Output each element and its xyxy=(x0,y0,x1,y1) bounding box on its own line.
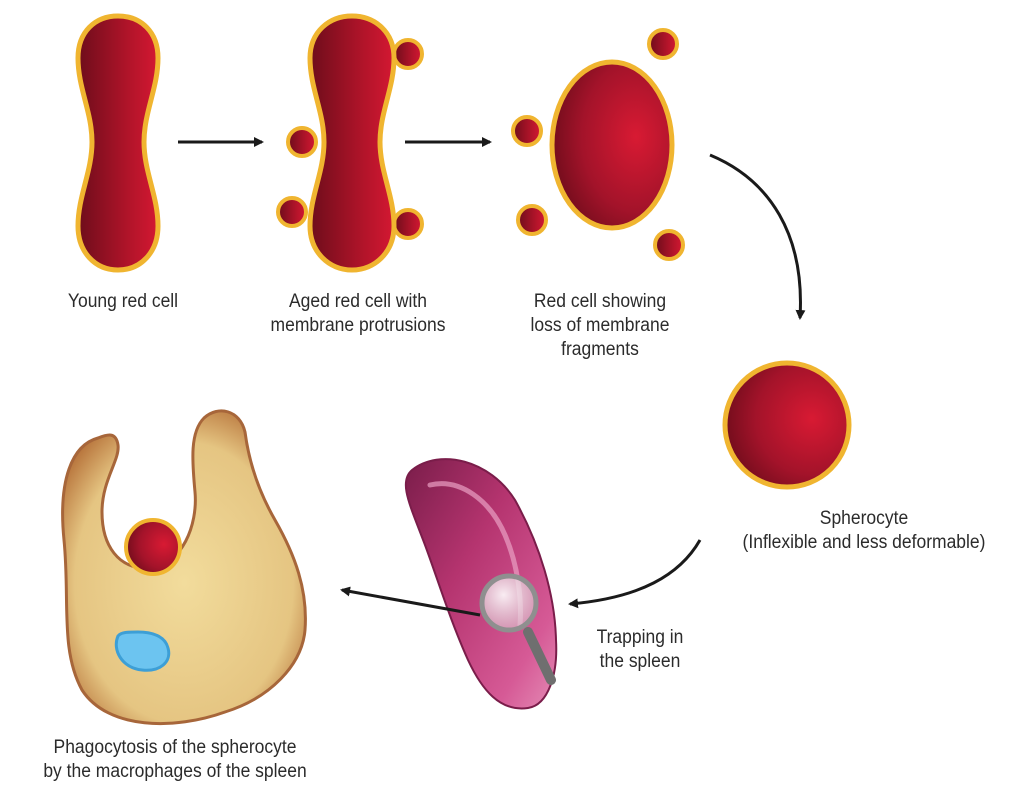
arrow-fragment-to-spherocyte xyxy=(710,155,800,318)
label-aged-red-cell: Aged red cell with membrane protrusions xyxy=(248,290,469,338)
spherocyte-body xyxy=(725,363,849,487)
label-spherocyte-line-2: (Inflexible and less deformable) xyxy=(719,531,1010,555)
label-young-red-cell-line-1: Young red cell xyxy=(45,290,201,314)
protrusion-bottom-right xyxy=(394,210,422,238)
label-trapping: Trapping in the spleen xyxy=(571,626,709,674)
protrusion-top-right xyxy=(394,40,422,68)
fragment-left xyxy=(513,117,541,145)
spleen-organ xyxy=(406,459,556,708)
fragmenting-red-cell xyxy=(513,30,683,259)
label-fragmenting-line-1: Red cell showing xyxy=(508,290,692,314)
macrophage-body xyxy=(63,411,306,724)
label-fragmenting-line-2: loss of membrane xyxy=(508,314,692,338)
magnifier-icon xyxy=(482,576,536,630)
label-spherocyte: Spherocyte (Inflexible and less deformab… xyxy=(719,507,1010,555)
label-young-red-cell: Young red cell xyxy=(45,290,201,314)
label-phagocytosis-line-1: Phagocytosis of the spherocyte xyxy=(19,736,332,760)
spherocyte xyxy=(725,363,849,487)
label-spherocyte-line-1: Spherocyte xyxy=(719,507,1010,531)
label-trapping-line-1: Trapping in xyxy=(571,626,709,650)
macrophage xyxy=(63,411,306,724)
label-phagocytosis-line-2: by the macrophages of the spleen xyxy=(19,760,332,784)
protrusion-bottom-left xyxy=(278,198,306,226)
spleen xyxy=(406,459,556,708)
label-fragmenting-line-3: fragments xyxy=(508,338,692,362)
label-aged-red-cell-line-2: membrane protrusions xyxy=(248,314,469,338)
label-phagocytosis: Phagocytosis of the spherocyte by the ma… xyxy=(19,736,332,784)
arrow-spherocyte-to-spleen xyxy=(570,540,700,604)
fragment-bottom-right xyxy=(655,231,683,259)
fragmenting-red-cell-body xyxy=(552,62,672,228)
fragment-top-right xyxy=(649,30,677,58)
label-trapping-line-2: the spleen xyxy=(571,650,709,674)
protrusion-mid-left xyxy=(288,128,316,156)
aged-red-cell-body xyxy=(310,16,394,270)
label-aged-red-cell-line-1: Aged red cell with xyxy=(248,290,469,314)
aged-red-cell xyxy=(278,16,422,270)
young-red-cell xyxy=(78,16,158,270)
label-fragmenting-red-cell: Red cell showing loss of membrane fragme… xyxy=(508,290,692,362)
engulfed-spherocyte xyxy=(126,520,180,574)
fragment-bottom-left xyxy=(518,206,546,234)
young-red-cell-body xyxy=(78,16,158,270)
